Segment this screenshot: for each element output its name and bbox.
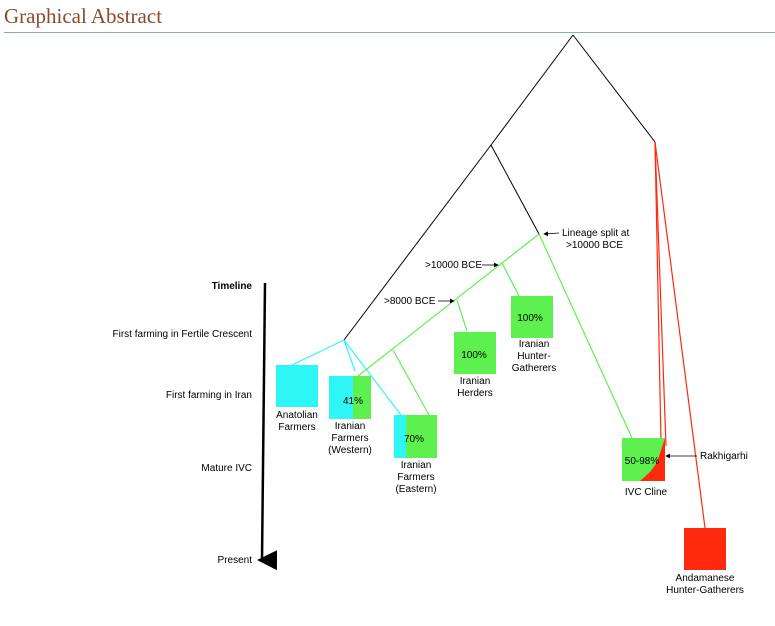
lineage-split-label-line1: Lineage split at xyxy=(562,228,629,239)
svg-text:IVC Cline: IVC Cline xyxy=(625,487,668,498)
svg-text:Andamanese: Andamanese xyxy=(676,573,735,584)
title-divider xyxy=(4,32,775,33)
timeline-event-present: Present xyxy=(218,555,253,566)
svg-text:Farmers: Farmers xyxy=(331,433,368,444)
svg-text:Farmers: Farmers xyxy=(397,472,434,483)
svg-text:Herders: Herders xyxy=(457,388,493,399)
group-iranian-farmers-eastern: 70% Iranian Farmers (Eastern) xyxy=(394,415,437,495)
group-iranian-hunter-gatherers: 100% Iranian Hunter- Gatherers xyxy=(511,296,556,374)
branch-root-left xyxy=(490,34,574,146)
group-anatolian-farmers: Anatolian Farmers xyxy=(276,365,318,433)
timeline-event-iran-farming: First farming in Iran xyxy=(166,390,252,401)
iran-east-cyan-share xyxy=(394,415,406,458)
svg-text:(Eastern): (Eastern) xyxy=(395,484,436,495)
timeline-heading: Timeline xyxy=(212,281,253,292)
ivc-red-gradient xyxy=(640,438,665,481)
svg-text:Hunter-Gatherers: Hunter-Gatherers xyxy=(666,585,744,596)
timeline-arrow xyxy=(257,282,278,571)
iran-east-green-share xyxy=(406,415,437,458)
anatolian-branches xyxy=(289,339,402,416)
iran-herders-box xyxy=(454,332,496,374)
iran-west-green-share xyxy=(353,376,371,419)
svg-text:Iranian: Iranian xyxy=(519,339,550,350)
iran-hg-box xyxy=(511,296,553,338)
svg-text:Iranian: Iranian xyxy=(335,421,366,432)
timeline-event-fertile-crescent: First farming in Fertile Crescent xyxy=(113,329,253,340)
lineage-split-arrow xyxy=(543,231,560,237)
root-branches xyxy=(343,34,656,341)
timeline-event-mature-ivc: Mature IVC xyxy=(201,463,252,474)
bce-8000-label: >8000 BCE xyxy=(384,296,436,307)
page-title: Graphical Abstract xyxy=(4,4,163,28)
svg-text:Anatolian: Anatolian xyxy=(276,410,318,421)
svg-text:Iranian: Iranian xyxy=(460,376,491,387)
annotation-arrows xyxy=(438,231,697,459)
svg-text:Hunter-: Hunter- xyxy=(517,351,550,362)
group-iranian-herders: 100% Iranian Herders xyxy=(454,332,496,399)
lineage-split-label-line2: >10000 BCE xyxy=(566,240,623,251)
iran-east-percent: 70% xyxy=(404,434,424,445)
timeline: Timeline First farming in Fertile Cresce… xyxy=(113,281,278,571)
anatolian-farmers-box xyxy=(276,365,318,407)
rakhigarhi-label: Rakhigarhi xyxy=(700,451,748,462)
iran-west-cyan-share xyxy=(329,376,353,419)
branch-root-right xyxy=(572,34,656,143)
iranian-branches xyxy=(357,233,633,439)
group-andamanese-hunter-gatherers: Andamanese Hunter-Gatherers xyxy=(666,528,744,596)
ivc-percent: 50-98% xyxy=(625,456,660,467)
svg-text:Farmers: Farmers xyxy=(278,422,315,433)
iran-west-percent: 41% xyxy=(343,396,363,407)
andamanese-branches xyxy=(654,141,706,529)
branch-node-to-anatolian xyxy=(343,144,492,341)
svg-text:Gatherers: Gatherers xyxy=(512,363,556,374)
branch-node-to-split xyxy=(490,144,540,235)
group-iranian-farmers-western: 41% Iranian Farmers (Western) xyxy=(328,376,372,456)
iran-herders-percent: 100% xyxy=(461,350,487,361)
group-ivc-cline: 50-98% IVC Cline xyxy=(622,438,668,498)
svg-text:Iranian: Iranian xyxy=(401,460,432,471)
andamanese-box xyxy=(684,528,726,570)
iran-hg-percent: 100% xyxy=(517,313,543,324)
bce-10000-label: >10000 BCE xyxy=(425,260,482,271)
svg-text:(Western): (Western) xyxy=(328,445,372,456)
